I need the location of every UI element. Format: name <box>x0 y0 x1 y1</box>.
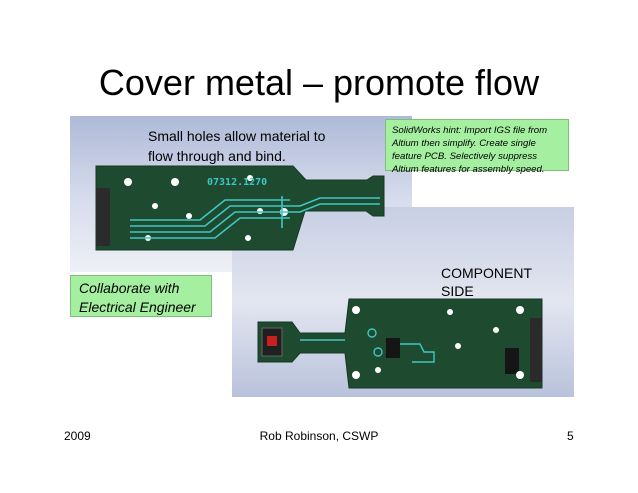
collaborate-callout: Collaborate with Electrical Engineer <box>70 275 212 317</box>
component-side-line2: SIDE <box>441 283 474 299</box>
board-marking: 07312.1270 <box>207 177 268 188</box>
holes-callout: Small holes allow material to flow throu… <box>148 126 368 166</box>
holes-callout-line1: Small holes allow material to <box>148 128 326 144</box>
solidworks-hint-box: SolidWorks hint: Import IGS file from Al… <box>385 119 569 175</box>
footer-author: Rob Robinson, CSWP <box>259 429 379 443</box>
collaborate-line2: Electrical Engineer <box>79 299 196 315</box>
footer-year: 2009 <box>64 429 91 443</box>
slide-title: Cover metal – promote flow <box>98 62 540 103</box>
component-side-label: COMPONENT SIDE <box>441 264 532 300</box>
collaborate-line1: Collaborate with <box>79 280 180 296</box>
holes-callout-line2: flow through and bind. <box>148 148 286 164</box>
footer-page-number: 5 <box>567 429 574 443</box>
component-side-line1: COMPONENT <box>441 265 532 281</box>
